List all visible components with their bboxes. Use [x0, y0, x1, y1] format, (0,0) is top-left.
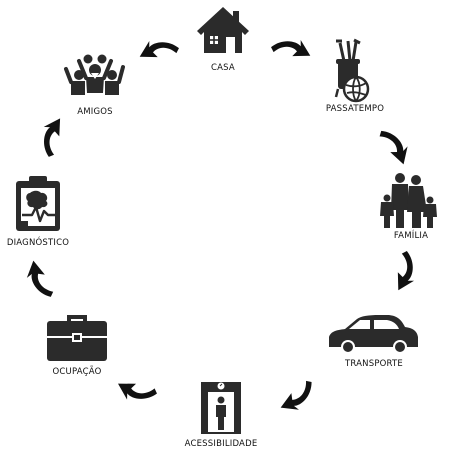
node-amigos: AMIGOS: [64, 54, 125, 117]
elevator-icon: [201, 382, 241, 434]
arrow-amigos-to-casa: [135, 32, 181, 65]
node-familia: FAMÍLIA: [380, 173, 437, 241]
node-transporte: TRANSPORTE: [329, 315, 418, 369]
car-icon: [329, 315, 418, 354]
node-label-diagnostico: DIAGNÓSTICO: [7, 236, 69, 248]
node-acessibilidade: ACESSIBILIDADE: [185, 382, 258, 449]
arrow-acessibilidade-to-ocupacao: [113, 376, 159, 409]
node-label-transporte: TRANSPORTE: [344, 359, 403, 369]
house-icon: [197, 7, 249, 53]
node-passatempo: PASSATEMPO: [326, 38, 384, 114]
friends-icon: [64, 54, 125, 95]
node-label-amigos: AMIGOS: [77, 107, 113, 117]
arrow-passatempo-to-familia: [377, 123, 415, 169]
arrow-transporte-to-acessibilidade: [276, 378, 321, 418]
node-label-passatempo: PASSATEMPO: [326, 104, 384, 114]
node-diagnostico: DIAGNÓSTICO: [7, 176, 69, 248]
briefcase-icon: [47, 315, 107, 361]
arrow-familia-to-transporte: [390, 249, 423, 295]
node-label-acessibilidade: ACESSIBILIDADE: [185, 439, 258, 449]
family-icon: [380, 173, 437, 228]
clipboard-brain-icon: [16, 176, 60, 231]
arrow-diagnostico-to-amigos: [33, 113, 68, 159]
arrow-casa-to-passatempo: [269, 31, 315, 64]
golf-bag-and-ball-icon: [334, 38, 370, 103]
arrow-ocupacao-to-diagnostico: [22, 257, 55, 303]
node-ocupacao: OCUPAÇÃO: [47, 315, 107, 377]
node-label-casa: CASA: [211, 63, 235, 73]
node-label-familia: FAMÍLIA: [394, 229, 428, 241]
node-casa: CASA: [197, 7, 249, 73]
node-label-ocupacao: OCUPAÇÃO: [53, 366, 102, 377]
